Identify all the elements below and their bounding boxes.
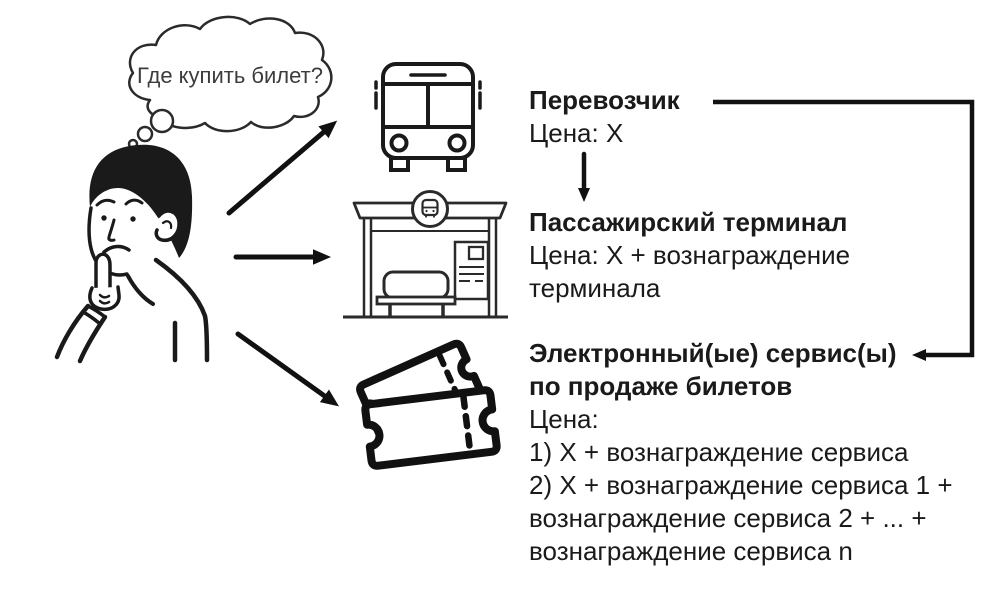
eservice-price-line: вознаграждение сервиса 2 + ... + [529,503,927,533]
eservice-price-line: 1) X + вознаграждение сервиса [529,437,909,467]
bus-mirrors [374,80,482,110]
bus-headlight-left [389,133,409,153]
shelter-posts [362,218,498,317]
person-hand-curls [98,293,111,305]
eservice-title-line: Электронный(ые) сервис(ы) [529,338,897,368]
person-hand-finger [94,252,112,293]
person-arm-outer [54,303,91,360]
person-eye-left [101,215,107,221]
person-ear-inner [161,220,173,230]
carrier-title: Перевозчик [529,85,680,115]
eservice-price-line: Цена: [529,404,599,434]
person-shoulder [153,257,210,363]
carrier-price-line: Цена: X [529,118,624,148]
terminal-block: Пассажирский терминал Цена: X + вознагра… [529,206,850,305]
arrow-to-carrier [226,120,338,216]
bus-icon [374,62,482,172]
eservice-price-line: вознаграждение сервиса n [529,536,853,566]
person-eyebrows [95,198,144,207]
person-nose [107,218,116,242]
bus-stop-icon [343,190,508,319]
person-eye-right [130,216,136,222]
eservice-block: Электронный(ые) сервис(ы) по продаже бил… [529,337,953,568]
stop-sign-bus-glyph [421,198,439,218]
info-panel-picture [467,245,485,261]
info-panel-lines [459,266,484,282]
eservice-title-line: по продаже билетов [529,371,793,401]
person-arm-inner [77,314,108,364]
bench-legs [388,304,445,316]
carrier-block: Перевозчик Цена: X [529,84,680,150]
bus-wheel-left [389,156,410,172]
person-neck-line [126,274,155,306]
ticket-front [361,386,501,470]
eservice-price-line: 2) X + вознаграждение сервиса 1 + [529,470,953,500]
bench-seat [375,295,457,306]
person-mouth [102,244,131,254]
bench-backrest [382,270,450,300]
bus-windshield [384,84,472,129]
person-cuff [81,304,107,325]
terminal-title: Пассажирский терминал [529,207,848,237]
bubble-trail-medium [136,125,154,143]
tickets-icon [356,339,501,470]
bus-headlight-right [447,133,467,153]
terminal-price-line: терминала [529,273,661,303]
thought-bubble-icon [127,15,333,150]
thought-bubble-text: Где купить билет? [137,63,323,88]
arrow-to-eservice [235,331,340,407]
terminal-price-line: Цена: X + вознаграждение [529,240,851,270]
person-ear [154,209,181,242]
bubble-trail-large [149,108,175,134]
connector-carrier-to-eservice [713,99,975,361]
bus-wheel-right [446,156,467,172]
thinking-person-illustration [54,144,210,364]
